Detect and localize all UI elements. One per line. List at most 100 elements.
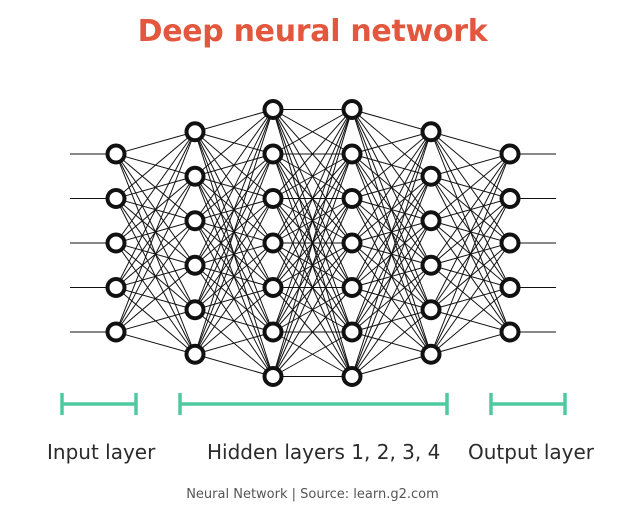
neuron-node bbox=[105, 232, 127, 254]
connection bbox=[115, 309, 196, 333]
layer-brackets bbox=[60, 393, 567, 415]
connection bbox=[430, 153, 511, 177]
connection bbox=[194, 153, 274, 355]
neuron-node bbox=[262, 143, 284, 165]
connection bbox=[194, 109, 274, 310]
neuron-node bbox=[420, 121, 442, 143]
neuron-node bbox=[499, 232, 521, 254]
neuron-node bbox=[184, 121, 206, 143]
neuron-node bbox=[184, 210, 206, 232]
connection bbox=[430, 153, 511, 266]
neuron-node bbox=[341, 188, 363, 209]
neuron-node bbox=[341, 143, 363, 165]
connection bbox=[115, 131, 196, 244]
neuron-node bbox=[420, 299, 442, 321]
neuron-node bbox=[105, 143, 127, 165]
connection bbox=[194, 109, 274, 177]
connection bbox=[272, 109, 353, 155]
neuron-node bbox=[105, 321, 127, 343]
connection bbox=[194, 198, 274, 355]
connection bbox=[115, 176, 196, 333]
connection bbox=[351, 109, 432, 133]
neuron-node bbox=[341, 232, 363, 254]
neuron-node bbox=[262, 188, 284, 209]
neuron-node bbox=[499, 277, 521, 298]
connection bbox=[272, 109, 353, 244]
connection bbox=[351, 131, 432, 155]
connection bbox=[115, 131, 196, 288]
connection bbox=[430, 331, 511, 355]
connection bbox=[351, 353, 432, 377]
neuron-node bbox=[262, 321, 284, 343]
neuron-node bbox=[341, 321, 363, 343]
connection bbox=[351, 264, 432, 377]
connection bbox=[430, 242, 511, 355]
connection bbox=[272, 109, 353, 333]
input-layer-bracket bbox=[60, 393, 138, 415]
connection bbox=[194, 287, 274, 355]
connection bbox=[351, 176, 432, 377]
connection bbox=[272, 198, 353, 377]
connection bbox=[194, 353, 274, 377]
connection bbox=[194, 109, 274, 266]
connection bbox=[351, 131, 432, 244]
neuron-node bbox=[499, 188, 521, 209]
neuron-node bbox=[341, 99, 363, 120]
connection bbox=[351, 131, 432, 288]
diagram-title: Deep neural network bbox=[137, 14, 488, 49]
connection bbox=[194, 109, 274, 222]
connection bbox=[194, 109, 274, 133]
output-layer-bracket bbox=[489, 393, 567, 415]
connection bbox=[194, 109, 274, 355]
neuron-node bbox=[341, 366, 363, 387]
connections bbox=[115, 109, 511, 377]
connection bbox=[351, 309, 432, 377]
neuron-node bbox=[184, 299, 206, 321]
connection bbox=[194, 242, 274, 355]
connection bbox=[272, 331, 353, 377]
connection bbox=[351, 131, 432, 199]
hidden-layers-bracket bbox=[178, 393, 449, 415]
output-layer-label: Output layer bbox=[468, 440, 595, 464]
neuron-node bbox=[262, 277, 284, 298]
neuron-node bbox=[262, 232, 284, 254]
connection bbox=[430, 131, 511, 155]
connection bbox=[351, 131, 432, 333]
neuron-node bbox=[184, 254, 206, 276]
connection bbox=[430, 198, 511, 355]
connection bbox=[115, 131, 196, 333]
connection bbox=[115, 264, 196, 333]
connection bbox=[115, 331, 196, 355]
neuron-node bbox=[105, 188, 127, 209]
connection bbox=[351, 131, 432, 377]
neuron-node bbox=[184, 343, 206, 365]
connection bbox=[430, 287, 511, 355]
connection bbox=[430, 153, 511, 355]
connection bbox=[272, 109, 353, 288]
input-layer-label: Input layer bbox=[47, 440, 156, 464]
connection bbox=[272, 153, 353, 377]
hidden-layers-label: Hidden layers 1, 2, 3, 4 bbox=[207, 440, 441, 464]
connection bbox=[115, 131, 196, 155]
neuron-node bbox=[341, 277, 363, 298]
connection bbox=[115, 220, 196, 333]
nodes bbox=[105, 99, 521, 387]
connection bbox=[430, 153, 511, 222]
neuron-node bbox=[420, 254, 442, 276]
connection bbox=[272, 109, 353, 199]
connection bbox=[351, 220, 432, 377]
connection bbox=[115, 131, 196, 199]
neuron-node bbox=[184, 165, 206, 187]
neuron-node bbox=[499, 321, 521, 343]
neuron-node bbox=[262, 99, 284, 120]
neuron-node bbox=[499, 143, 521, 165]
neuron-node bbox=[420, 210, 442, 232]
connection bbox=[194, 331, 274, 355]
connection bbox=[430, 153, 511, 310]
connection bbox=[272, 287, 353, 377]
neuron-node bbox=[262, 366, 284, 387]
neuron-node bbox=[105, 277, 127, 298]
connection bbox=[272, 242, 353, 377]
